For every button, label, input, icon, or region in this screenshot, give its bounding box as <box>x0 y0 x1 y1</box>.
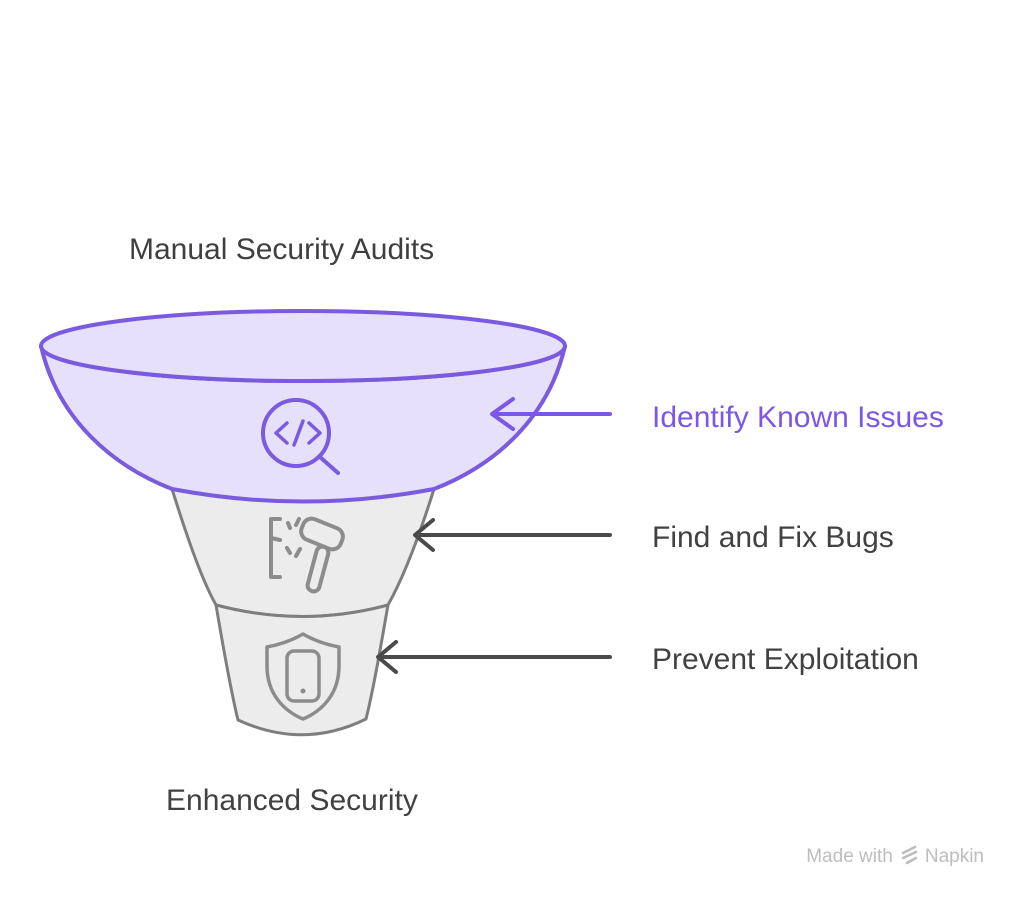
funnel-stage-top <box>39 309 567 504</box>
funnel-stage-bottom <box>214 603 390 737</box>
hammer-repair-icon <box>269 516 345 594</box>
code-magnifier-icon <box>261 398 340 475</box>
arrow-identify-known-issues <box>490 397 612 431</box>
funnel-top-rim <box>39 309 567 383</box>
made-with-napkin-watermark: Made with Napkin <box>806 843 984 871</box>
stage-label-identify-known-issues: Identify Known Issues <box>652 401 944 434</box>
napkin-logo-icon <box>899 845 919 871</box>
diagram-title: Manual Security Audits <box>129 233 435 266</box>
stage-label-prevent-exploitation: Prevent Exploitation <box>652 643 919 676</box>
watermark-prefix: Made with <box>806 846 893 867</box>
arrow-prevent-exploitation <box>376 640 612 674</box>
watermark-brand: Napkin <box>924 846 984 867</box>
shield-phone-icon <box>265 632 341 721</box>
funnel-stage-middle <box>170 487 436 618</box>
diagram-footer-label: Enhanced Security <box>166 784 418 817</box>
arrow-find-and-fix-bugs <box>413 518 612 552</box>
stage-label-find-and-fix-bugs: Find and Fix Bugs <box>652 521 894 554</box>
